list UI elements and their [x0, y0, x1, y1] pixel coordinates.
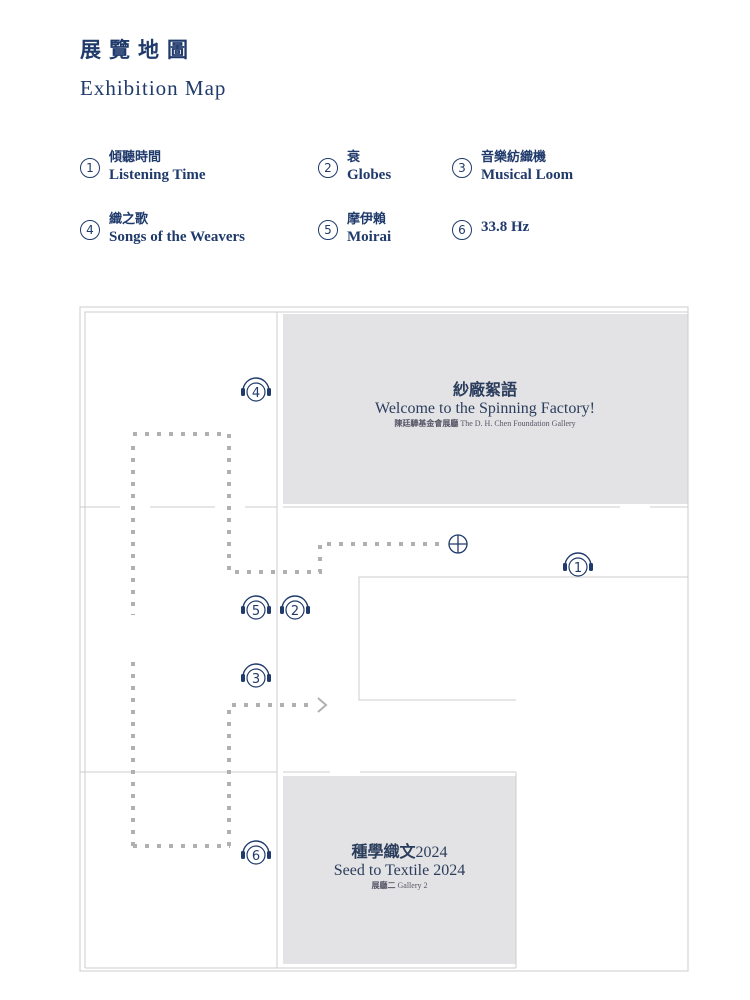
legend-item-3: 3 音樂紡織機 Musical Loom — [452, 150, 573, 185]
legend-item-4: 4 織之歌 Songs of the Weavers — [80, 212, 245, 247]
marker-number: 6 — [252, 849, 260, 864]
headphone-ear — [241, 674, 245, 682]
headphone-ear — [306, 606, 310, 614]
marker-circle — [568, 557, 588, 577]
headphone-band — [564, 552, 592, 567]
spinning-factory-title-en: Welcome to the Spinning Factory! — [375, 400, 595, 417]
headphone-band — [281, 595, 309, 610]
headphone-ear — [589, 563, 593, 571]
headphone-band — [242, 840, 270, 855]
marker-circle — [285, 600, 305, 620]
headphone-marker-5: 5 — [241, 595, 271, 620]
legend-number-2: 2 — [318, 158, 338, 178]
legend-label-en: Moirai — [347, 229, 392, 245]
gallery-name-en: The D. H. Chen Foundation Gallery — [460, 419, 576, 428]
seed-to-textile-label: 種學織文2024 Seed to Textile 2024 展廳二 Galler… — [283, 838, 516, 891]
arrow-icon — [317, 697, 328, 713]
legend-label-en: Musical Loom — [481, 167, 574, 183]
legend-label-en: Listening Time — [109, 167, 206, 183]
headphone-band — [242, 663, 270, 678]
headphone-band — [242, 595, 270, 610]
legend-label-en: Songs of the Weavers — [109, 229, 245, 245]
headphone-ear — [241, 606, 245, 614]
marker-number: 4 — [252, 386, 260, 401]
legend-label-zh: 音樂紡織機 — [481, 150, 547, 165]
seed-to-textile-gallery-name: 展廳二 Gallery 2 — [283, 880, 516, 891]
seed-to-textile-title-zh: 種學織文2024 — [283, 838, 516, 862]
marker-number: 3 — [252, 672, 260, 687]
headphone-marker-6: 6 — [241, 840, 271, 865]
legend-label-en: 33.8 Hz — [481, 219, 530, 235]
headphone-ear — [267, 388, 271, 396]
marker-circle — [246, 845, 266, 865]
legend-label-zh: 傾聽時間 — [109, 150, 162, 165]
map-title-zh: 展覽地圖 — [80, 37, 196, 62]
marker-number: 5 — [252, 604, 260, 619]
headphone-ear — [267, 606, 271, 614]
map-title-en: Exhibition Map — [80, 76, 227, 100]
legend-label-en: Globes — [347, 167, 392, 183]
legend-number-6: 6 — [452, 220, 472, 240]
headphone-marker-3: 3 — [241, 663, 271, 688]
legend-item-2: 2 衰 Globes — [318, 150, 391, 185]
legend-label-zh: 摩伊賴 — [347, 212, 387, 227]
legend-number-5: 5 — [318, 220, 338, 240]
gallery-name-en: Gallery 2 — [397, 881, 428, 890]
legend-item-6: 6 33.8 Hz — [452, 212, 529, 240]
headphone-marker-4: 4 — [241, 377, 271, 402]
walls — [79, 306, 689, 972]
headphone-marker-1: 1 — [563, 552, 593, 577]
legend-number-3: 3 — [452, 158, 472, 178]
marker-number: 2 — [291, 604, 299, 619]
visitor-path — [131, 432, 440, 852]
marker-circle — [246, 668, 266, 688]
legend-label-zh: 織之歌 — [109, 212, 149, 227]
headphone-ear — [241, 851, 245, 859]
seed-to-textile-title-en: Seed to Textile 2024 — [333, 862, 466, 879]
spinning-factory-room — [283, 314, 688, 504]
headphone-ear — [280, 606, 284, 614]
headphone-ear — [267, 674, 271, 682]
marker-circle — [246, 382, 266, 402]
spinning-factory-label: 紗廠絮語 Welcome to the Spinning Factory! 陳廷… — [300, 376, 670, 429]
seed-to-textile-room — [283, 776, 516, 964]
legend-item-1: 1 傾聽時間 Listening Time — [80, 150, 206, 185]
marker-circle — [246, 600, 266, 620]
entrance-cross-icon — [448, 534, 468, 554]
marker-number: 1 — [574, 561, 582, 576]
legend-item-5: 5 摩伊賴 Moirai — [318, 212, 391, 247]
headphone-band — [242, 377, 270, 392]
headphone-marker-2: 2 — [280, 595, 310, 620]
headphone-ear — [241, 388, 245, 396]
headphone-ear — [563, 563, 567, 571]
seed-title-year: 2024 — [415, 844, 448, 861]
legend-label-zh: 衰 — [347, 150, 361, 165]
spinning-factory-gallery-name: 陳廷驊基金會展廳 The D. H. Chen Foundation Galle… — [300, 418, 670, 429]
legend-number-4: 4 — [80, 220, 100, 240]
spinning-factory-title-zh: 紗廠絮語 — [452, 380, 517, 399]
gallery-name-zh: 展廳二 — [371, 881, 396, 890]
gallery-name-zh: 陳廷驊基金會展廳 — [394, 419, 459, 428]
legend-number-1: 1 — [80, 158, 100, 178]
seed-title-zh: 種學織文 — [351, 842, 416, 861]
headphone-ear — [267, 851, 271, 859]
